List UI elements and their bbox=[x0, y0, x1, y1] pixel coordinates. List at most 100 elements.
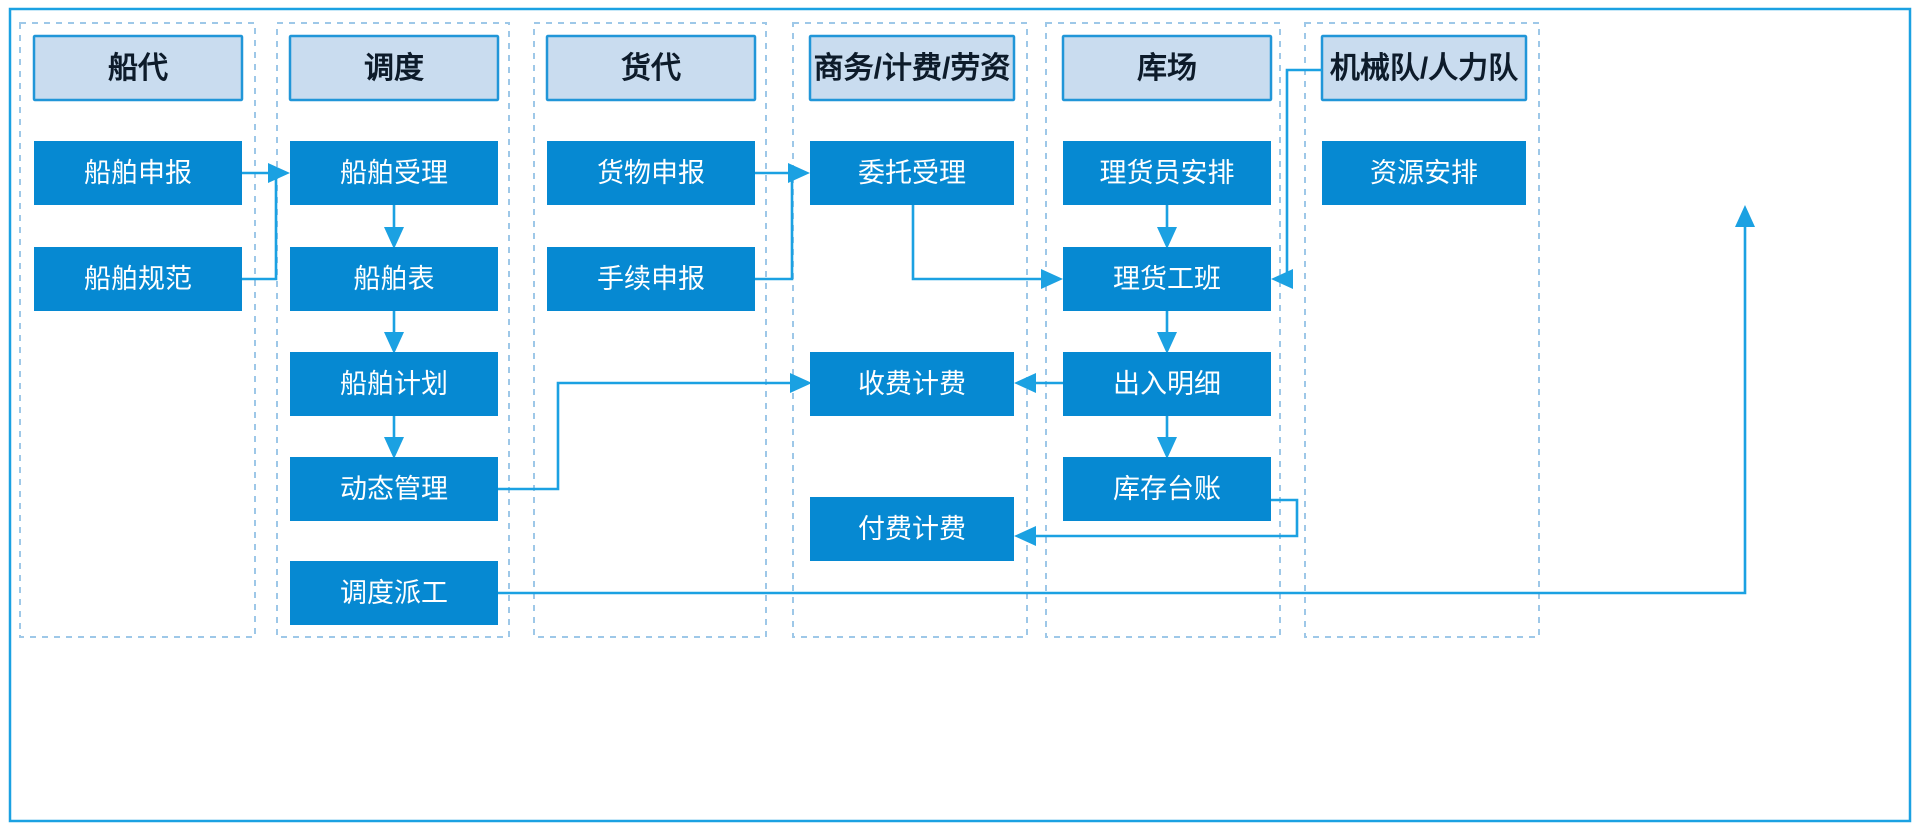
node-lihuoyuan-anpai-label: 理货员安排 bbox=[1100, 158, 1235, 188]
lane-header-diaodu[interactable]: 调度 bbox=[288, 34, 500, 102]
node-huowu-shenbao-rect[interactable] bbox=[547, 141, 755, 205]
lane-header-huodai[interactable]: 货代 bbox=[545, 34, 757, 102]
lane-containers bbox=[19, 22, 1540, 638]
arrowhead bbox=[1157, 437, 1177, 459]
edge-kucun-to-fufei bbox=[1014, 498, 1299, 546]
lane-header-chuandai[interactable]: 船代 bbox=[32, 34, 244, 102]
arrowhead bbox=[1271, 269, 1293, 289]
node-lihuo-gongban[interactable]: 理货工班 bbox=[1063, 247, 1271, 311]
lane-header-shangwu-rect[interactable] bbox=[808, 34, 1016, 102]
lane-header-jixiedui[interactable]: 机械队/人力队 bbox=[1320, 34, 1528, 102]
lane-header-chuandai-label: 船代 bbox=[108, 52, 168, 85]
node-kucun-taizhang[interactable]: 库存台账 bbox=[1063, 457, 1271, 521]
edge-shouxu-to-weituo bbox=[755, 163, 810, 281]
lane-header-jixiedui-rect[interactable] bbox=[1320, 34, 1528, 102]
node-chuanbo-shouli[interactable]: 船舶受理 bbox=[290, 141, 498, 205]
node-kucun-taizhang-rect[interactable] bbox=[1063, 457, 1271, 521]
node-shouxu-shenbao-rect[interactable] bbox=[547, 247, 755, 311]
node-dongtai-guanli[interactable]: 动态管理 bbox=[290, 457, 498, 521]
edge-ziyuan-to-gongban bbox=[1271, 68, 1322, 289]
node-chuanbo-biao[interactable]: 船舶表 bbox=[290, 247, 498, 311]
arrowhead bbox=[1041, 269, 1063, 289]
node-diaodu-paigong[interactable]: 调度派工 bbox=[290, 561, 498, 625]
arrowhead bbox=[1157, 227, 1177, 249]
node-fufei-jifei-rect[interactable] bbox=[810, 497, 1014, 561]
lane-header-shangwu-label: 商务/计费/劳资 bbox=[814, 52, 1011, 85]
flow-connectors bbox=[242, 68, 1755, 595]
node-shoufei-jifei[interactable]: 收费计费 bbox=[810, 352, 1014, 416]
edge-dongtai-to-shoufei bbox=[498, 373, 812, 491]
edge-lihuoyuan-to-gongban bbox=[1157, 205, 1177, 249]
node-chuanbo-guifan-rect[interactable] bbox=[34, 247, 242, 311]
arrowhead bbox=[268, 163, 290, 183]
lane-header-diaodu-rect[interactable] bbox=[288, 34, 500, 102]
node-ziyuan-anpai[interactable]: 资源安排 bbox=[1322, 141, 1526, 205]
node-shouxu-shenbao[interactable]: 手续申报 bbox=[547, 247, 755, 311]
node-fufei-jifei-label: 付费计费 bbox=[858, 514, 966, 544]
node-weituo-shouli[interactable]: 委托受理 bbox=[810, 141, 1014, 205]
node-chuanbo-guifan[interactable]: 船舶规范 bbox=[34, 247, 242, 311]
edge-weituo-to-gongban bbox=[911, 205, 1063, 289]
node-chuanbo-biao-label: 船舶表 bbox=[354, 264, 435, 294]
arrowhead bbox=[790, 373, 812, 393]
lane-diaodu-container bbox=[276, 22, 510, 638]
node-churu-mingxi-rect[interactable] bbox=[1063, 352, 1271, 416]
node-diaodu-paigong-label: 调度派工 bbox=[340, 578, 448, 608]
lane-header-kuchang[interactable]: 库场 bbox=[1061, 34, 1273, 102]
arrowhead bbox=[384, 332, 404, 354]
lane-jixiedui-container bbox=[1304, 22, 1540, 638]
edge-churu-to-shoufei bbox=[1014, 373, 1063, 393]
node-shoufei-jifei-rect[interactable] bbox=[810, 352, 1014, 416]
lane-header-huodai-label: 货代 bbox=[621, 51, 681, 85]
node-dongtai-guanli-label: 动态管理 bbox=[340, 474, 448, 504]
node-lihuoyuan-anpai-rect[interactable] bbox=[1063, 141, 1271, 205]
node-ziyuan-anpai-rect[interactable] bbox=[1322, 141, 1526, 205]
lane-header-chuandai-rect[interactable] bbox=[32, 34, 244, 102]
node-lihuo-gongban-label: 理货工班 bbox=[1113, 264, 1221, 294]
node-churu-mingxi[interactable]: 出入明细 bbox=[1063, 352, 1271, 416]
node-lihuo-gongban-rect[interactable] bbox=[1063, 247, 1271, 311]
lane-header-diaodu-label: 调度 bbox=[364, 52, 424, 85]
arrowhead bbox=[788, 163, 810, 183]
flow-nodes: 船舶申报 船舶规范 船舶受理 船舶表 船舶计划 动态管理 bbox=[34, 141, 1526, 625]
node-chuanbo-shouli-rect[interactable] bbox=[290, 141, 498, 205]
lane-header-kuchang-label: 库场 bbox=[1137, 52, 1197, 85]
arrowhead bbox=[1735, 205, 1755, 227]
node-shoufei-jifei-label: 收费计费 bbox=[858, 369, 966, 399]
node-weituo-shouli-label: 委托受理 bbox=[858, 158, 966, 188]
arrowhead bbox=[384, 227, 404, 249]
lane-header-huodai-rect[interactable] bbox=[545, 34, 757, 102]
node-lihuoyuan-anpai[interactable]: 理货员安排 bbox=[1063, 141, 1271, 205]
node-dongtai-guanli-rect[interactable] bbox=[290, 457, 498, 521]
node-diaodu-paigong-rect[interactable] bbox=[290, 561, 498, 625]
node-chuanbo-shouli-label: 船舶受理 bbox=[340, 158, 448, 188]
edge-shouli-to-biao bbox=[384, 205, 404, 249]
lane-kuchang-container bbox=[1045, 22, 1281, 638]
node-chuanbo-shenbao[interactable]: 船舶申报 bbox=[34, 141, 242, 205]
node-huowu-shenbao[interactable]: 货物申报 bbox=[547, 141, 755, 205]
lane-header-jixiedui-label: 机械队/人力队 bbox=[1330, 52, 1519, 85]
lane-header-shangwu[interactable]: 商务/计费/劳资 bbox=[808, 34, 1016, 102]
edge-jihua-to-dongtai bbox=[384, 416, 404, 459]
node-kucun-taizhang-label: 库存台账 bbox=[1113, 474, 1221, 504]
node-chuanbo-biao-rect[interactable] bbox=[290, 247, 498, 311]
edge-churu-to-kucun bbox=[1157, 416, 1177, 459]
node-huowu-shenbao-label: 货物申报 bbox=[597, 158, 705, 188]
lane-shangwu-container bbox=[792, 22, 1028, 638]
node-chuanbo-shenbao-rect[interactable] bbox=[34, 141, 242, 205]
lane-huodai-container bbox=[533, 22, 767, 638]
edge-paigong-to-ziyuan bbox=[498, 205, 1755, 595]
arrowhead bbox=[1157, 332, 1177, 354]
node-weituo-shouli-rect[interactable] bbox=[810, 141, 1014, 205]
node-chuanbo-jihua-rect[interactable] bbox=[290, 352, 498, 416]
node-ziyuan-anpai-label: 资源安排 bbox=[1370, 158, 1478, 188]
node-shouxu-shenbao-label: 手续申报 bbox=[597, 264, 705, 294]
node-fufei-jifei[interactable]: 付费计费 bbox=[810, 497, 1014, 561]
node-chuanbo-jihua[interactable]: 船舶计划 bbox=[290, 352, 498, 416]
node-chuanbo-shenbao-label: 船舶申报 bbox=[84, 158, 192, 188]
lane-chuandai-container bbox=[19, 22, 256, 638]
edge-gongban-to-churu bbox=[1157, 311, 1177, 354]
lane-header-kuchang-rect[interactable] bbox=[1061, 34, 1273, 102]
